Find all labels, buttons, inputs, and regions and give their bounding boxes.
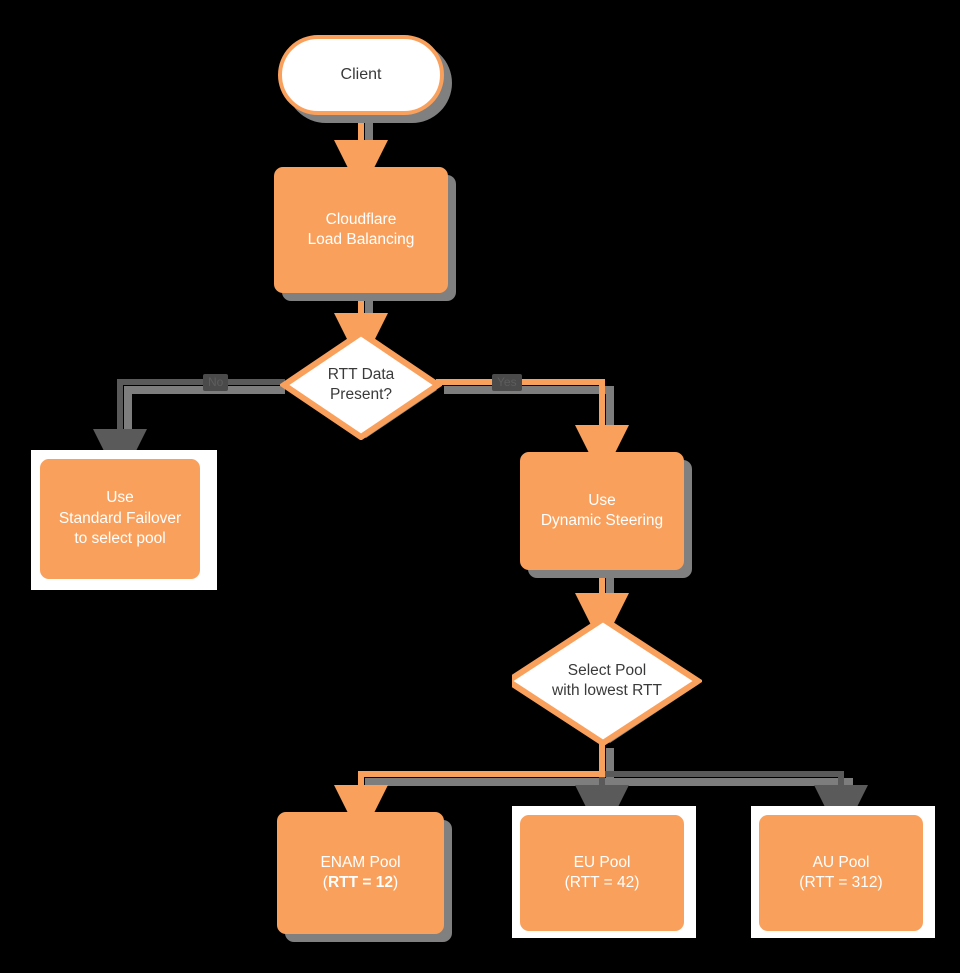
node-eu-pool-rtt: (RTT = 42) — [564, 874, 640, 891]
node-select-pool-lowest-rtt[interactable]: Select Pool with lowest RTT — [512, 615, 702, 747]
rtt-diamond-shape — [280, 330, 442, 440]
node-au-pool-rtt: (RTT = 312) — [799, 874, 883, 891]
node-enam-pool-rtt-value: RTT = 12 — [327, 874, 394, 891]
node-cloudflare-load-balancing-label: Cloudflare Load Balancing — [307, 210, 415, 248]
node-use-dynamic-steering-label: Use Dynamic Steering — [540, 491, 664, 529]
node-client[interactable]: Client — [278, 35, 444, 115]
edge-label-no: No — [203, 374, 229, 392]
node-enam-pool-rtt: (RTT = 12) — [322, 874, 399, 891]
node-au-pool[interactable]: AU Pool (RTT = 312) — [759, 815, 923, 931]
node-rtt-data-present[interactable]: RTT Data Present? — [280, 330, 442, 440]
node-au-pool-label: AU Pool — [812, 853, 870, 871]
node-client-label: Client — [340, 66, 382, 83]
edge-select-to-au-pool — [602, 771, 868, 839]
node-eu-pool-label: EU Pool — [573, 853, 631, 871]
edge-rtt-to-dynamic-steering — [436, 379, 629, 479]
node-eu-pool[interactable]: EU Pool (RTT = 42) — [520, 815, 684, 931]
node-enam-pool-label: ENAM Pool — [320, 853, 401, 871]
select-pool-diamond-shape — [512, 615, 702, 747]
node-cloudflare-load-balancing[interactable]: Cloudflare Load Balancing — [274, 167, 448, 293]
edge-select-to-enam-pool — [334, 740, 605, 839]
node-use-standard-failover[interactable]: Use Standard Failover to select pool — [40, 459, 200, 579]
edge-shadow-rtt-dyn — [444, 386, 614, 460]
node-use-dynamic-steering[interactable]: Use Dynamic Steering — [520, 452, 684, 570]
node-use-standard-failover-label: Use Standard Failover to select pool — [58, 489, 182, 548]
edge-rtt-to-standard-failover — [93, 379, 285, 483]
edge-label-yes: Yes — [492, 374, 522, 392]
node-enam-pool[interactable]: ENAM Pool (RTT = 12) — [277, 812, 444, 934]
